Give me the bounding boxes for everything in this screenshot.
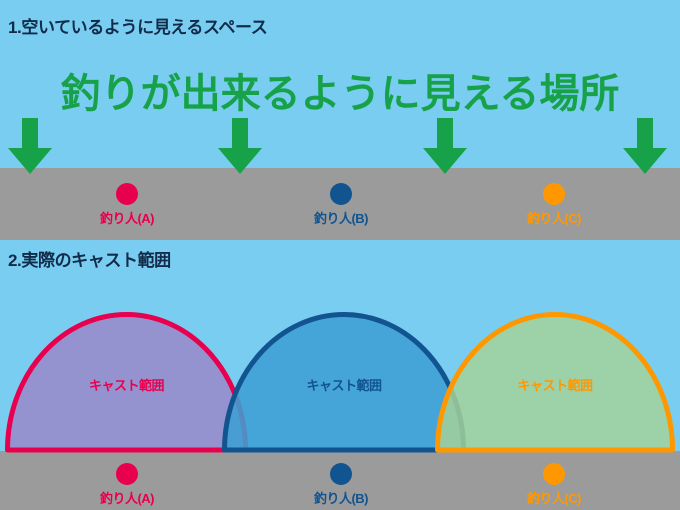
angler-label: 釣り人(B)	[313, 491, 369, 506]
angler-label: 釣り人(B)	[313, 211, 369, 226]
arrow-down-icon	[423, 118, 467, 174]
cast-range-dome-2: キャスト範囲	[222, 312, 466, 454]
angler-marker-top-2: 釣り人(B)	[281, 183, 401, 227]
angler-marker-bottom-3: 釣り人(C)	[494, 463, 614, 507]
angler-dot-icon	[543, 463, 565, 485]
angler-label: 釣り人(A)	[99, 491, 155, 506]
section-2-title: 2.実際のキャスト範囲	[8, 251, 171, 270]
angler-label: 釣り人(C)	[526, 211, 582, 226]
angler-dot-icon	[543, 183, 565, 205]
angler-marker-bottom-2: 釣り人(B)	[281, 463, 401, 507]
angler-marker-top-1: 釣り人(A)	[67, 183, 187, 227]
angler-dot-icon	[330, 463, 352, 485]
cast-range-group: キャスト範囲キャスト範囲キャスト範囲	[5, 312, 675, 454]
angler-label: 釣り人(A)	[99, 211, 155, 226]
angler-dot-icon	[116, 183, 138, 205]
arrow-down-icon	[623, 118, 667, 174]
arrow-down-icon	[8, 118, 52, 174]
arrow-down-icon	[218, 118, 262, 174]
cast-range-dome-1: キャスト範囲	[5, 312, 248, 454]
angler-marker-top-3: 釣り人(C)	[494, 183, 614, 227]
angler-label: 釣り人(C)	[526, 491, 582, 506]
angler-marker-bottom-1: 釣り人(A)	[67, 463, 187, 507]
sky-background-top	[0, 0, 680, 168]
angler-dot-icon	[116, 463, 138, 485]
angler-dot-icon	[330, 183, 352, 205]
cast-range-dome-3: キャスト範囲	[435, 312, 675, 454]
section-1-headline: 釣りが出来るように見える場所	[60, 72, 620, 116]
section-1-title: 1.空いているように見えるスペース	[8, 18, 268, 37]
